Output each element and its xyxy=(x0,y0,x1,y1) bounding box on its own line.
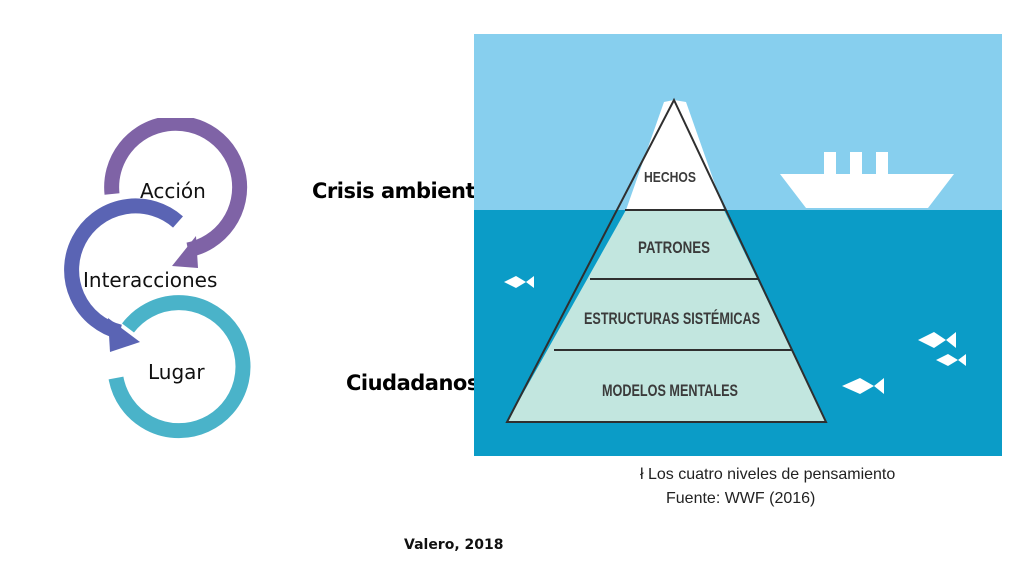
heading-crisis-ambiental: Crisis ambiental xyxy=(312,179,496,203)
cycle-diagram xyxy=(64,118,251,439)
interacciones-arrowhead xyxy=(108,318,140,352)
pyramid-hechos-band xyxy=(626,102,724,210)
level-label-modelos: MODELOS MENTALES xyxy=(602,381,738,400)
fish-icon-2 xyxy=(918,332,956,348)
cycle-label-interacciones: Interacciones xyxy=(83,268,218,292)
iceberg-image: HECHOS PATRONES ESTRUCTURAS SISTÉMICAS M… xyxy=(474,34,1002,456)
level-label-patrones: PATRONES xyxy=(638,238,710,257)
fish-icon xyxy=(504,276,534,288)
author-credit: Valero, 2018 xyxy=(404,537,504,553)
fish-icon-3 xyxy=(936,354,966,366)
accion-arrowhead xyxy=(172,236,198,268)
lugar-arc xyxy=(108,295,251,439)
cycle-label-accion: Acción xyxy=(140,179,206,203)
level-label-hechos: HECHOS xyxy=(644,169,696,186)
cycle-label-lugar: Lugar xyxy=(148,360,205,384)
pyramid-body xyxy=(507,210,826,422)
figure-source: Fuente: WWF (2016) xyxy=(666,490,816,507)
fish-icon-4 xyxy=(842,378,884,394)
interacciones-arc xyxy=(64,198,183,340)
level-label-estructuras: ESTRUCTURAS SISTÉMICAS xyxy=(584,309,760,328)
accion-arc xyxy=(104,118,248,258)
heading-ciudadanos: Ciudadanos xyxy=(346,371,479,395)
figure-caption: ł Los cuatro niveles de pensamiento xyxy=(640,466,896,483)
pyramid-outline xyxy=(505,97,828,423)
ship-icon xyxy=(780,152,954,208)
